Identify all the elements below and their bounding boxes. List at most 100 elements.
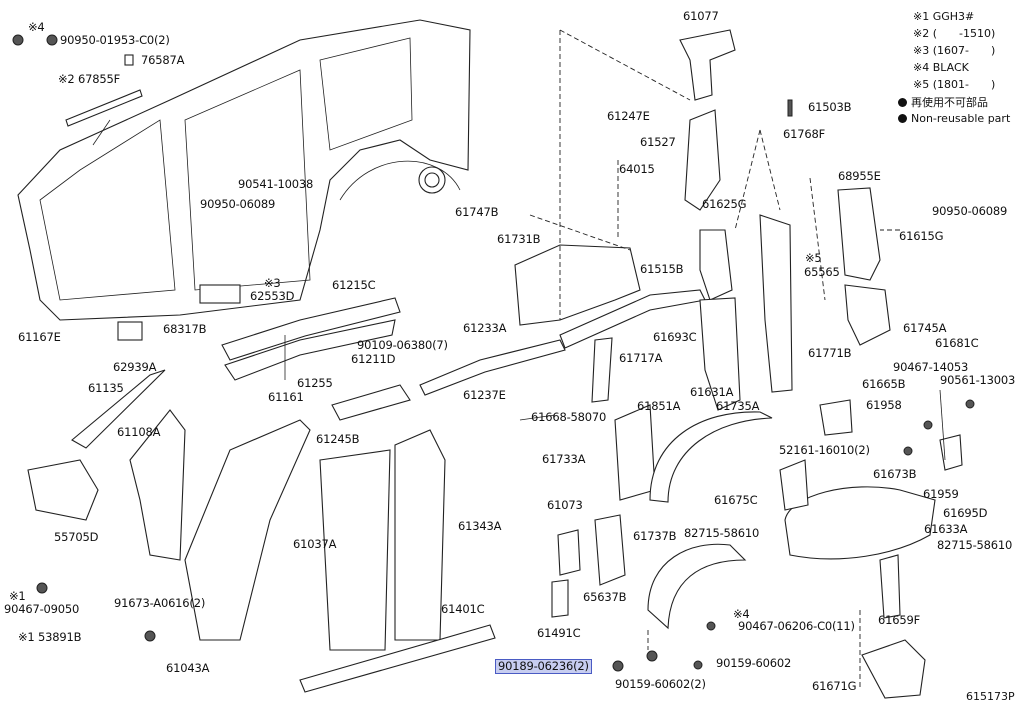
part-label[interactable]: 90467-06206-C0(11)	[738, 619, 855, 633]
part-label[interactable]: 64015	[619, 162, 655, 176]
part-label[interactable]: 61851A	[637, 399, 681, 413]
part-label[interactable]: 61668-58070	[531, 410, 607, 424]
part-label[interactable]: 82715-58610	[937, 538, 1013, 552]
part-label[interactable]: ※2 67855F	[58, 72, 121, 86]
part-label[interactable]: 61215C	[332, 278, 376, 292]
body-side-outer-panel	[17, 19, 471, 321]
part-label[interactable]: 61681C	[935, 336, 979, 350]
liner-65637B	[647, 543, 747, 630]
part-label[interactable]: 90950-06089	[200, 197, 276, 211]
part-label[interactable]: 90467-14053	[893, 360, 969, 374]
nut-90159	[646, 650, 658, 662]
part-label[interactable]: 90950-01953-C0(2)	[60, 33, 170, 47]
part-label[interactable]: 61161	[268, 390, 304, 404]
part-label[interactable]: 90109-06380(7)	[357, 338, 448, 352]
part-label[interactable]: ※3	[264, 276, 281, 290]
part-label[interactable]: 61731B	[497, 232, 541, 246]
part-label[interactable]: 61615G	[899, 229, 944, 243]
part-label[interactable]: 61073	[547, 498, 583, 512]
pad-62939A	[117, 321, 143, 341]
part-label[interactable]: 61673B	[873, 467, 917, 481]
part-label[interactable]: ※4	[28, 20, 45, 34]
part-label[interactable]: 61503B	[808, 100, 852, 114]
part-label[interactable]: 55705D	[54, 530, 99, 544]
part-label[interactable]: 61665B	[862, 377, 906, 391]
part-label[interactable]: 61211D	[351, 352, 396, 366]
part-label[interactable]: 62553D	[250, 289, 295, 303]
part-label[interactable]: 61959	[923, 487, 959, 501]
bracket-61681C	[939, 434, 963, 471]
part-label[interactable]: 61695D	[943, 506, 988, 520]
bracket-61675C	[779, 459, 809, 511]
part-label[interactable]: 61167E	[18, 330, 61, 344]
part-label[interactable]: 61631A	[690, 385, 734, 399]
clip-90467-14053	[923, 420, 933, 430]
part-label[interactable]: 61401C	[441, 602, 485, 616]
part-label[interactable]: 61747B	[455, 205, 499, 219]
part-label[interactable]: 61735A	[716, 399, 760, 413]
part-label[interactable]: 61527	[640, 135, 676, 149]
part-label[interactable]: 61233A	[463, 321, 507, 335]
part-label[interactable]: 82715-58610	[684, 526, 760, 540]
clip-61503B	[787, 99, 793, 117]
part-label[interactable]: 61733A	[542, 452, 586, 466]
nonreusable-dot-icon	[898, 114, 907, 123]
part-label[interactable]: 61237E	[463, 388, 506, 402]
part-label[interactable]: ※4	[733, 607, 750, 621]
part-label[interactable]: 61077	[683, 9, 719, 23]
part-label[interactable]: ※1 53891B	[18, 630, 82, 644]
part-label[interactable]: 68955E	[838, 169, 881, 183]
part-label[interactable]: 91673-A0616(2)	[114, 596, 206, 610]
part-label[interactable]: 65637B	[583, 590, 627, 604]
part-label[interactable]: 61625G	[702, 197, 747, 211]
part-label[interactable]: 65565	[804, 265, 840, 279]
part-label[interactable]: 90159-60602(2)	[615, 677, 706, 691]
part-label[interactable]: 61693C	[653, 330, 697, 344]
bracket-61077	[679, 29, 736, 101]
panel-61037A	[319, 449, 391, 651]
pillar-trim-61135	[71, 369, 166, 449]
highlighted-part-label[interactable]: 90189-06236(2)	[495, 659, 592, 674]
part-label[interactable]: 61255	[297, 376, 333, 390]
part-label[interactable]: 61771B	[808, 346, 852, 360]
part-label[interactable]: 61515B	[640, 262, 684, 276]
part-label[interactable]: 68317B	[163, 322, 207, 336]
panel-61735A	[699, 297, 741, 411]
part-label[interactable]: 61671G	[812, 679, 857, 693]
part-label[interactable]: 61717A	[619, 351, 663, 365]
pillar-61771B	[759, 214, 793, 393]
clip-90561	[965, 399, 975, 409]
part-label[interactable]: 61043A	[166, 661, 210, 675]
part-label[interactable]: 62939A	[113, 360, 157, 374]
bracket-61958	[819, 399, 853, 436]
part-label[interactable]: 61675C	[714, 493, 758, 507]
bracket-61211D	[331, 384, 411, 421]
part-label[interactable]: 61108A	[117, 425, 161, 439]
part-label[interactable]: 61659F	[878, 613, 920, 627]
part-label[interactable]: 90467-09050	[4, 602, 80, 616]
part-label[interactable]: ※1	[9, 589, 26, 603]
part-label[interactable]: 61245B	[316, 432, 360, 446]
part-label[interactable]: 61958	[866, 398, 902, 412]
part-label[interactable]: 90950-06089	[932, 204, 1008, 218]
part-label[interactable]: 61135	[88, 381, 124, 395]
part-label[interactable]: 61343A	[458, 519, 502, 533]
part-label[interactable]: ※5	[805, 251, 822, 265]
part-label[interactable]: 52161-16010(2)	[779, 443, 870, 457]
part-label[interactable]: 90561-13003	[940, 373, 1016, 387]
part-label[interactable]: 61247E	[607, 109, 650, 123]
part-label[interactable]: 90541-10038	[238, 177, 314, 191]
part-label[interactable]: 76587A	[141, 53, 185, 67]
part-label[interactable]: 61633A	[924, 522, 968, 536]
part-label[interactable]: 61737B	[633, 529, 677, 543]
part-label[interactable]: 61768F	[783, 127, 825, 141]
diagram-id: 615173P	[966, 690, 1015, 703]
part-label[interactable]: 61491C	[537, 626, 581, 640]
part-label[interactable]: 90159-60602	[716, 656, 792, 670]
legend-reuse-en: Non-reusable part	[898, 112, 1010, 125]
part-label[interactable]: 61745A	[903, 321, 947, 335]
part-label[interactable]: 61037A	[293, 537, 337, 551]
nonreusable-dot-icon	[898, 98, 907, 107]
